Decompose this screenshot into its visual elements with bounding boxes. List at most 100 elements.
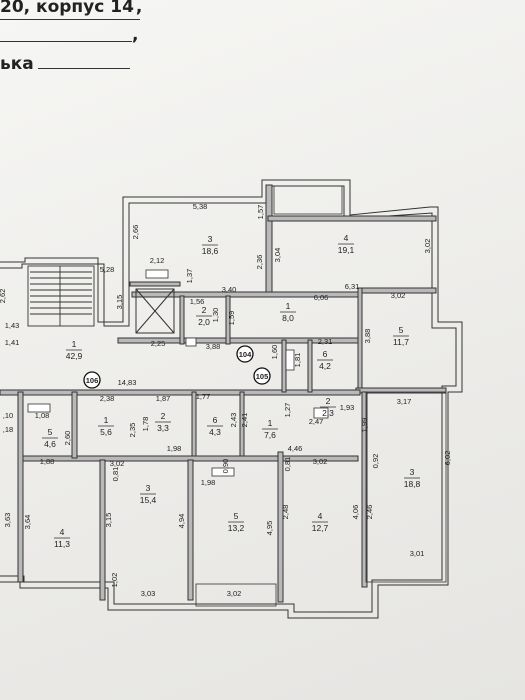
dimension-label: 3,02 — [391, 291, 406, 300]
header-line1: 20, корпус 14, — [0, 0, 142, 17]
room-area: 5,6 — [100, 427, 112, 437]
dimension-label: 1,08 — [35, 411, 50, 420]
plan-walls — [0, 179, 463, 619]
room-area: 18,8 — [404, 479, 421, 489]
room-label: 142,9 — [66, 339, 83, 361]
dimension-label: 2,31 — [318, 337, 333, 346]
dimension-label: 14,83 — [118, 378, 137, 387]
plumbing-fixtures — [27, 269, 329, 477]
dimension-label: 1,78 — [141, 417, 150, 432]
dimension-label: ,10 — [3, 411, 13, 420]
marker-label: 105 — [256, 372, 269, 381]
room-area: 8,0 — [282, 313, 294, 323]
room-number: 5 — [234, 511, 239, 521]
header-underline-3 — [38, 68, 130, 69]
room-number: 2 — [161, 411, 166, 421]
room-number: 5 — [399, 325, 404, 335]
header-line2-tail: , — [132, 25, 139, 45]
dimension-label: 3,64 — [23, 515, 32, 530]
marker-106: 106 — [83, 371, 101, 389]
dimension-label: 3,17 — [397, 397, 412, 406]
dimension-label: 0,81 — [111, 467, 120, 482]
dimension-label: 3,15 — [104, 513, 113, 528]
room-area: 4,6 — [44, 439, 56, 449]
room-label: 22,3 — [320, 396, 336, 418]
dimension-label: 0,92 — [371, 454, 380, 469]
room-label: 64,3 — [207, 415, 223, 437]
dimension-label: 3,40 — [222, 285, 237, 294]
dimension-label: 1,43 — [5, 321, 20, 330]
room-number: 1 — [286, 301, 291, 311]
dimension-label: 2,35 — [128, 423, 137, 438]
room-label: 54,6 — [42, 427, 58, 449]
room-number: 4 — [344, 233, 349, 243]
dimension-label: 1,99 — [360, 418, 369, 433]
room-label: 22,0 — [196, 305, 212, 327]
room-area: 2,0 — [198, 317, 210, 327]
dimension-label: 4,94 — [177, 514, 186, 529]
marker-105: 105 — [253, 367, 271, 385]
room-label: 318,8 — [404, 467, 421, 489]
dimension-label: 1,60 — [270, 345, 279, 360]
dimension-label: 2,41 — [240, 413, 249, 428]
dimension-label: 1,41 — [5, 338, 20, 347]
header-underline-2 — [0, 41, 132, 42]
room-number: 5 — [48, 427, 53, 437]
dimension-label: 2,66 — [131, 225, 140, 240]
room-area: 11,3 — [54, 539, 70, 549]
room-number: 6 — [323, 349, 328, 359]
dimension-label: 2,46 — [365, 505, 374, 520]
dimension-label: 2,48 — [281, 505, 290, 520]
dimension-label: 3,63 — [3, 513, 12, 528]
dimension-label: 5,28 — [100, 265, 115, 274]
dimension-label: 3,88 — [363, 329, 372, 344]
dimension-label: 2,62 — [0, 289, 7, 304]
room-area: 12,7 — [312, 523, 329, 533]
room-area: 4,2 — [319, 361, 331, 371]
room-label: 419,1 — [338, 233, 355, 255]
room-label: 23,3 — [155, 411, 171, 433]
room-number: 3 — [208, 234, 213, 244]
room-number: 2 — [326, 396, 331, 406]
room-label: 15,6 — [98, 415, 114, 437]
room-label: 64,2 — [317, 349, 333, 371]
dimension-label: 2,36 — [255, 255, 264, 270]
dimension-label: 5,38 — [193, 202, 208, 211]
dimension-label: ,18 — [3, 425, 13, 434]
room-area: 18,6 — [202, 246, 219, 256]
room-number: 1 — [104, 415, 109, 425]
dimension-label: 4,46 — [288, 444, 303, 453]
dimension-label: 1,98 — [201, 478, 216, 487]
room-area: 15,4 — [140, 495, 157, 505]
dimension-label: 1,27 — [283, 403, 292, 418]
dimension-label: 1,93 — [340, 403, 355, 412]
room-label: 17,6 — [262, 418, 278, 440]
dimension-label: 1,59 — [227, 311, 236, 326]
room-number: 2 — [202, 305, 207, 315]
room-label: 412,7 — [312, 511, 329, 533]
dimension-label: 3,15 — [115, 295, 124, 310]
room-area: 19,1 — [338, 245, 355, 255]
dimension-label: 6,31 — [345, 282, 360, 291]
dimension-label: 3,01 — [410, 549, 425, 558]
room-label: 318,6 — [202, 234, 219, 256]
room-label: 411,3 — [54, 527, 70, 549]
balcony-outlines — [195, 185, 447, 607]
dimension-label: 3,04 — [273, 248, 282, 263]
dimension-label: 1,88 — [40, 457, 55, 466]
dimension-label: 3,02 — [110, 459, 125, 468]
dimension-label: 1,37 — [185, 269, 194, 284]
room-label: 315,4 — [140, 483, 157, 505]
room-area: 7,6 — [264, 430, 276, 440]
room-label: 513,2 — [228, 511, 245, 533]
room-area: 42,9 — [66, 351, 83, 361]
room-area: 3,3 — [157, 423, 169, 433]
marker-104: 104 — [236, 345, 254, 363]
room-number: 3 — [410, 467, 415, 477]
dimension-label: 4,95 — [265, 521, 274, 536]
room-number: 4 — [318, 511, 323, 521]
